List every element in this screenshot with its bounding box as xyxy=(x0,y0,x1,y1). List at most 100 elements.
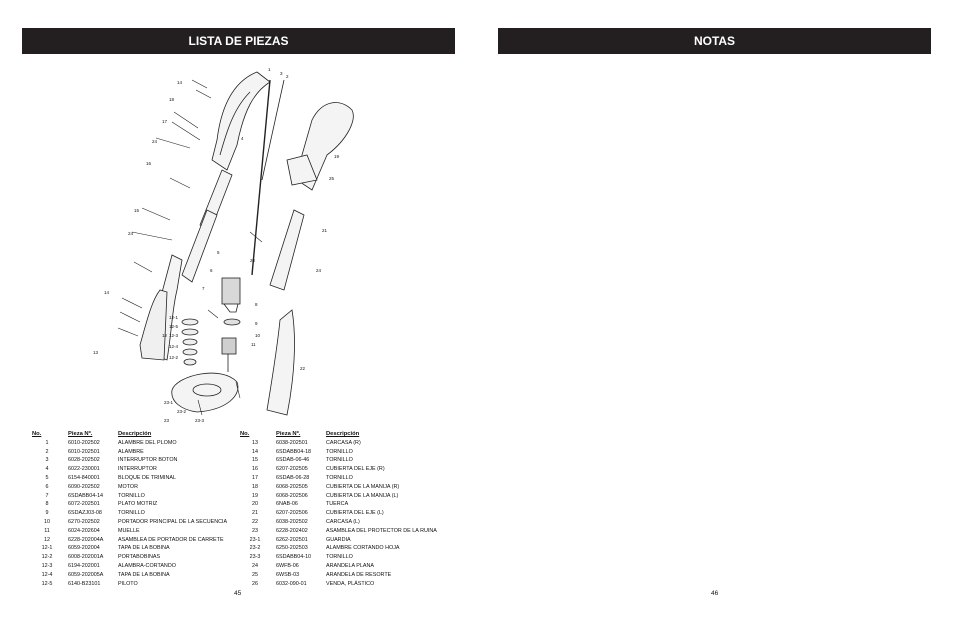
part-code: 6032-090-01 xyxy=(276,580,307,587)
part-number: 26 xyxy=(252,580,258,587)
page-number-right: 46 xyxy=(711,590,719,597)
svg-text:11: 11 xyxy=(251,342,256,347)
table-row: 26 6032-090-01 VENDA, PLÁSTICO xyxy=(240,580,437,589)
svg-text:24: 24 xyxy=(152,139,158,144)
parts-list-banner: LISTA DE PIEZAS xyxy=(22,28,455,54)
part-code: 6SDABB04-18 xyxy=(276,448,312,455)
part-code: 6250-202503 xyxy=(276,545,308,552)
part-number: 9 xyxy=(45,510,49,517)
svg-text:14: 14 xyxy=(177,80,183,85)
part-number: 22 xyxy=(252,518,258,525)
col-header-code: Pieza Nº. xyxy=(68,431,93,437)
part-description: CUBIERTA DEL EJE (R) xyxy=(326,466,385,473)
part-code: 6140-B23101 xyxy=(68,580,101,587)
table-row: 1 6010-202502 ALAMBRE DEL PLOMO xyxy=(32,439,227,448)
part-code: 6228-202402 xyxy=(276,527,308,534)
part-number: 23 xyxy=(252,527,258,534)
notes-banner: NOTAS xyxy=(498,28,931,54)
svg-text:12-3: 12-3 xyxy=(169,333,179,338)
part-number: 13 xyxy=(252,439,258,446)
part-number: 12-5 xyxy=(41,580,53,587)
part-number: 1 xyxy=(45,439,49,446)
part-number: 21 xyxy=(252,510,258,517)
part-description: ALAMBRA-CORTANDO xyxy=(118,562,176,569)
part-number: 5 xyxy=(45,474,49,481)
part-number: 19 xyxy=(252,492,258,499)
part-code: 6038-202502 xyxy=(276,518,308,525)
table-row: 13 6038-202501 CARCASA (R) xyxy=(240,439,437,448)
part-description: CUBIERTA DE LA MANIJA (L) xyxy=(326,492,399,499)
part-code: 6SDAZJ03-08 xyxy=(68,510,102,517)
part-code: 6028-202502 xyxy=(68,457,100,464)
part-description: ARANDELA DE RESORTE xyxy=(326,571,392,578)
svg-text:12-2: 12-2 xyxy=(169,355,179,360)
part-number: 23-1 xyxy=(249,536,261,543)
svg-text:12-1: 12-1 xyxy=(169,315,179,320)
parts-list-title: LISTA DE PIEZAS xyxy=(188,34,289,48)
part-number: 4 xyxy=(45,466,49,473)
handle-cover-right xyxy=(211,71,271,171)
part-code: 6SDAB-06-46 xyxy=(276,457,310,464)
part-description: ALAMBRE CORTANDO HOJA xyxy=(326,545,400,552)
table-row: 23-1 6262-202501 GUARDIA xyxy=(240,536,437,545)
part-code: 6207-202506 xyxy=(276,510,308,517)
svg-text:17: 17 xyxy=(162,119,168,124)
part-description: TAPA DE LA BOBINA xyxy=(118,571,170,578)
part-description: VENDA, PLÁSTICO xyxy=(326,580,375,587)
part-description: ALAMBRE DEL PLOMO xyxy=(118,439,177,446)
svg-text:10: 10 xyxy=(255,333,261,338)
part-number: 12-4 xyxy=(41,571,53,578)
table-row: 12-5 6140-B23101 PILOTO xyxy=(32,580,227,589)
part-code: 6WSB-03 xyxy=(276,571,300,578)
part-description: CARCASA (R) xyxy=(326,439,361,446)
part-code: 6072-202501 xyxy=(68,501,100,508)
part-number: 24 xyxy=(252,562,258,569)
part-description: PORTABOBINAS xyxy=(118,554,161,561)
shaft xyxy=(251,79,271,276)
part-number: 3 xyxy=(45,457,49,464)
svg-text:8: 8 xyxy=(255,302,258,307)
part-number: 12-3 xyxy=(41,562,53,569)
svg-text:9: 9 xyxy=(255,321,258,326)
part-number: 18 xyxy=(252,483,258,490)
part-description: TAPA DE LA BOBINA xyxy=(118,545,170,552)
svg-text:18: 18 xyxy=(169,97,175,102)
svg-text:12-4: 12-4 xyxy=(169,344,179,349)
part-number: 15 xyxy=(252,457,258,464)
part-description: GUARDIA xyxy=(326,536,351,543)
svg-text:12: 12 xyxy=(162,333,168,338)
part-code: 6010-202502 xyxy=(68,439,100,446)
part-code: 6090-202502 xyxy=(68,483,100,490)
part-description: INTERRUPTOR xyxy=(118,466,157,473)
svg-text:24: 24 xyxy=(128,231,134,236)
part-number: 23-3 xyxy=(249,554,261,561)
part-description: TUERCA xyxy=(326,501,349,508)
svg-text:5: 5 xyxy=(217,250,220,255)
svg-text:6: 6 xyxy=(210,268,213,273)
part-number: 12-1 xyxy=(41,545,53,552)
svg-text:23-1: 23-1 xyxy=(164,400,174,405)
svg-text:21: 21 xyxy=(322,228,328,233)
part-description: PILOTO xyxy=(118,580,138,587)
notes-title: NOTAS xyxy=(693,34,736,48)
col-header-desc: Descripción xyxy=(118,431,152,437)
part-code: 6038-202501 xyxy=(276,439,308,446)
part-description: ASAMBLEA DE PORTADOR DE CARRETE xyxy=(118,536,224,543)
part-code: 6262-202501 xyxy=(276,536,308,543)
part-description: ASAMBLEA DEL PROTECTOR DE LA RUINA xyxy=(326,527,437,534)
